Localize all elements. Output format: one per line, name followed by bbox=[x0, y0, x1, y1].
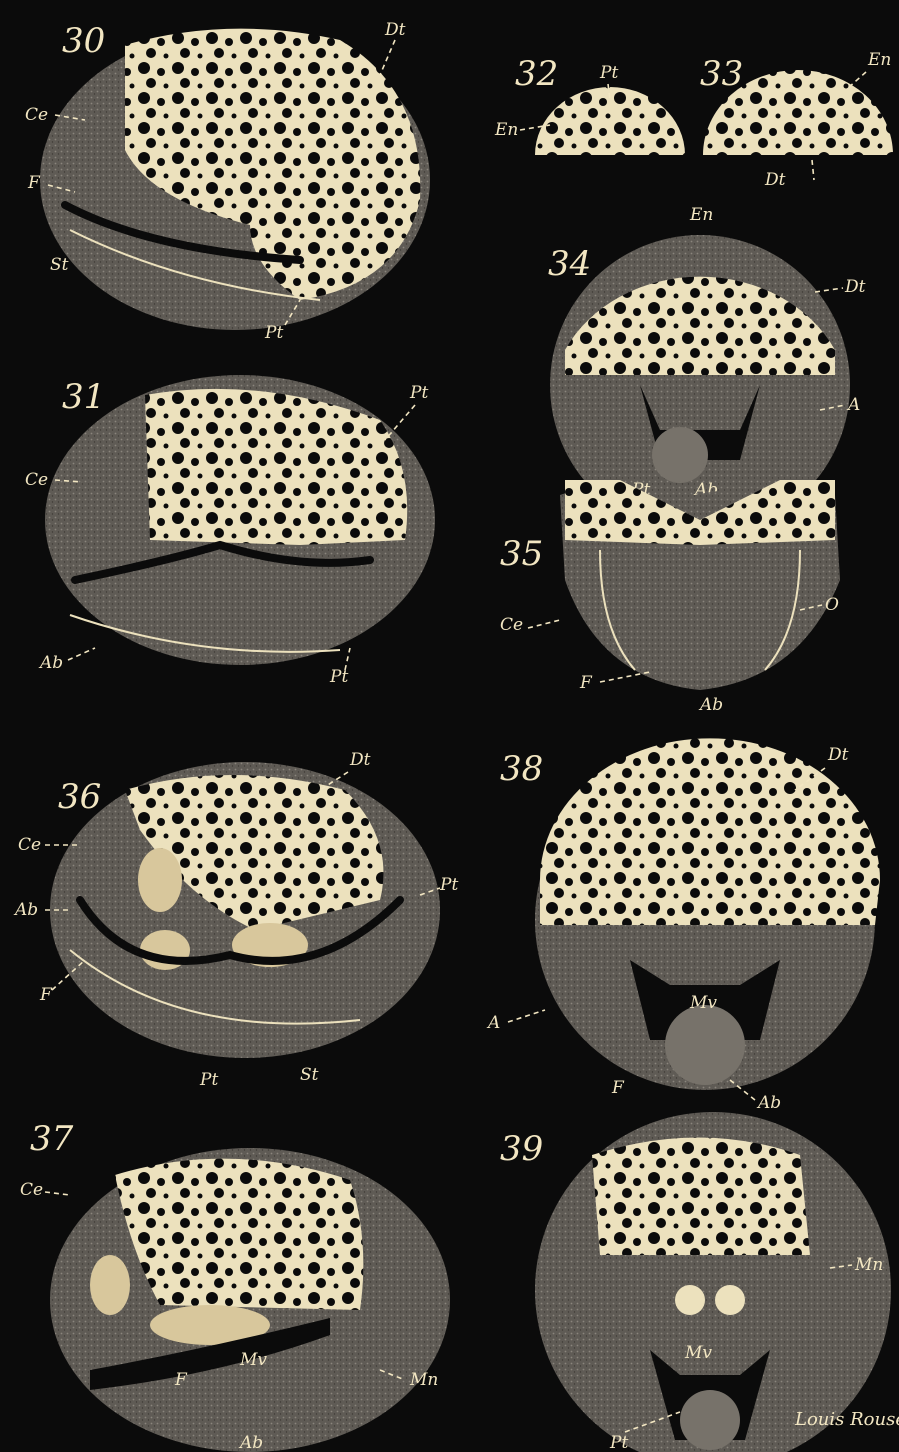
label-ce: Ce bbox=[25, 105, 48, 125]
label-dt: Dt bbox=[384, 20, 406, 40]
figure-33: 33 Dt En bbox=[700, 50, 893, 190]
label-st: St bbox=[50, 255, 69, 275]
signature: Louis Rouse bbox=[794, 1409, 899, 1430]
label-en: En bbox=[494, 120, 518, 140]
label-f: F bbox=[39, 985, 53, 1005]
label-ab: Ab bbox=[238, 1433, 263, 1452]
figure-36: 36 Ce Ab F Pt St Dt Pt bbox=[13, 750, 458, 1090]
figure-number: 36 bbox=[58, 777, 101, 817]
label-dt: Dt bbox=[844, 277, 866, 297]
label-dt: Dt bbox=[764, 170, 786, 190]
figure-39: 39 Mn Mv Pt bbox=[500, 1112, 891, 1452]
figure-number: 30 bbox=[62, 21, 105, 61]
label-pt: Pt bbox=[199, 1070, 218, 1090]
label-mv: Mv bbox=[684, 1343, 712, 1363]
label-en: En bbox=[867, 50, 891, 70]
label-ab: Ab bbox=[13, 900, 38, 920]
label-a: A bbox=[846, 395, 860, 415]
label-ab: Ab bbox=[756, 1093, 781, 1113]
figure-number: 33 bbox=[700, 54, 743, 94]
label-st: St bbox=[300, 1065, 319, 1085]
label-dt: Dt bbox=[349, 750, 371, 770]
label-f: F bbox=[27, 173, 41, 193]
figure-number: 37 bbox=[30, 1119, 74, 1159]
figure-32: 32 En Pt bbox=[494, 54, 685, 155]
figure-31: 31 Ce Ab Pt Pt bbox=[25, 375, 435, 687]
label-f: F bbox=[174, 1370, 188, 1390]
label-mn: Mn bbox=[854, 1255, 883, 1275]
label-en: En bbox=[689, 205, 713, 225]
figure-number: 38 bbox=[500, 749, 543, 789]
label-ab: Ab bbox=[698, 695, 723, 715]
label-ce: Ce bbox=[500, 615, 523, 635]
label-mv: Mv bbox=[689, 993, 717, 1013]
figure-37: 37 Ce F Mv Mn Ab bbox=[20, 1119, 450, 1452]
label-a: A bbox=[486, 1013, 500, 1033]
label-pt: Pt bbox=[439, 875, 458, 895]
label-o: O bbox=[825, 595, 839, 615]
figure-number: 32 bbox=[515, 54, 558, 94]
label-pt: Pt bbox=[599, 63, 618, 83]
label-mv: Mv bbox=[239, 1350, 267, 1370]
label-pt: Pt bbox=[264, 323, 283, 343]
figure-30: 30 Ce F St Dt Pt bbox=[25, 20, 430, 343]
figure-number: 34 bbox=[548, 244, 591, 284]
label-pt: Pt bbox=[609, 1433, 628, 1452]
figure-number: 35 bbox=[500, 534, 543, 574]
figure-number: 31 bbox=[62, 377, 105, 417]
label-ce: Ce bbox=[18, 835, 41, 855]
label-mn: Mn bbox=[409, 1370, 438, 1390]
figure-35: 35 Ce O F Ab bbox=[500, 480, 840, 715]
figure-38: 38 Dt Mv A F Ab bbox=[486, 738, 880, 1113]
figure-number: 39 bbox=[500, 1129, 543, 1169]
label-ce: Ce bbox=[25, 470, 48, 490]
label-pt: Pt bbox=[409, 383, 428, 403]
label-ce: Ce bbox=[20, 1180, 43, 1200]
label-f: F bbox=[611, 1078, 625, 1098]
label-dt: Dt bbox=[827, 745, 849, 765]
label-f: F bbox=[579, 673, 593, 693]
label-ab: Ab bbox=[38, 653, 63, 673]
